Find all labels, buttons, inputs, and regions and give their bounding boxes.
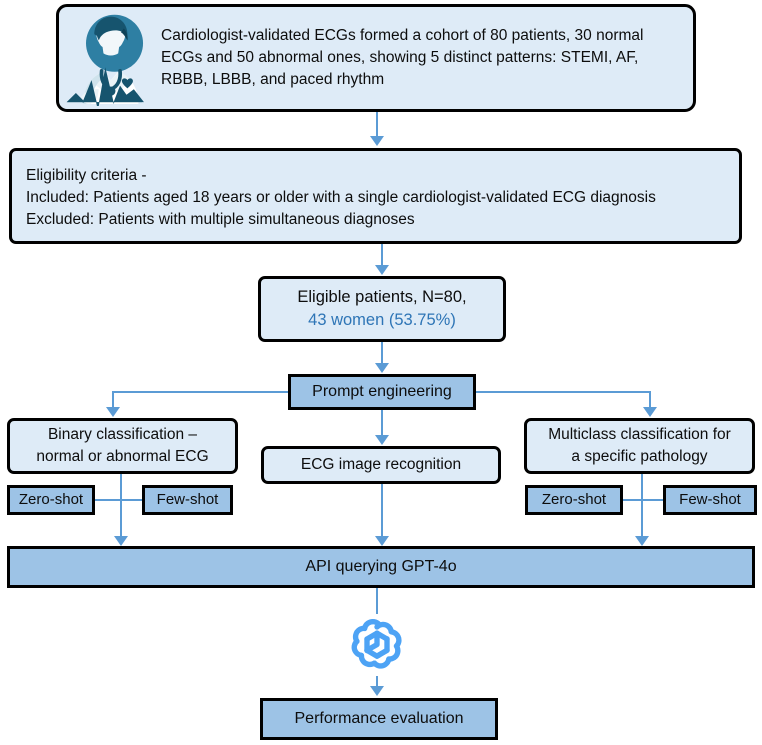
- connector-multiclass-stem: [641, 474, 643, 500]
- doctor-ecg-icon: [66, 14, 144, 106]
- cohort-description-box: Cardiologist-validated ECGs formed a coh…: [56, 4, 696, 112]
- binary-zero-shot-box: Zero-shot: [7, 485, 95, 515]
- connector-prompt-right-drop: [649, 391, 651, 409]
- eligibility-excluded: Excluded: Patients with multiple simulta…: [26, 211, 415, 228]
- connector-binary-to-api: [120, 499, 122, 540]
- arrowhead-api-right: [635, 536, 649, 546]
- connector-api-to-logo: [376, 588, 378, 614]
- arrowhead-eligibility: [370, 136, 384, 146]
- binary-few-shot-box: Few-shot: [142, 485, 233, 515]
- multiclass-classification-line1: Multiclass classification for: [548, 426, 731, 443]
- connector-cohort-to-eligibility: [376, 112, 378, 138]
- eligibility-heading: Eligibility criteria -: [26, 167, 147, 184]
- connector-eligibility-to-eligible: [381, 244, 383, 266]
- multiclass-few-shot-box: Few-shot: [663, 485, 757, 515]
- openai-logo-icon: [351, 618, 402, 669]
- connector-binary-shot-rail: [95, 499, 142, 501]
- connector-prompt-to-ecg: [381, 410, 383, 436]
- prompt-engineering-box: Prompt engineering: [288, 374, 476, 410]
- connector-eligible-to-prompt: [381, 342, 383, 364]
- binary-few-shot-label: Few-shot: [156, 491, 219, 509]
- binary-zero-shot-label: Zero-shot: [18, 491, 84, 509]
- performance-evaluation-box: Performance evaluation: [260, 698, 498, 740]
- eligible-patients-count: Eligible patients, N=80,: [297, 287, 467, 306]
- arrowhead-multiclass: [643, 407, 657, 417]
- api-querying-label: API querying GPT-4o: [305, 557, 457, 575]
- connector-multiclass-shot-rail: [623, 499, 663, 501]
- arrowhead-api-center: [375, 536, 389, 546]
- multiclass-classification-box: Multiclass classification for a specific…: [524, 418, 755, 474]
- arrowhead-eligible: [375, 265, 389, 275]
- binary-classification-line1: Binary classification –: [47, 426, 198, 443]
- connector-prompt-right-rail: [474, 391, 651, 393]
- connector-prompt-left-rail: [112, 391, 290, 393]
- multiclass-zero-shot-label: Zero-shot: [541, 491, 607, 509]
- connector-ecg-to-api: [381, 484, 383, 540]
- connector-binary-stem: [120, 474, 122, 500]
- eligible-patients-women: 43 women (53.75%): [308, 311, 456, 329]
- prompt-engineering-label: Prompt engineering: [312, 382, 452, 400]
- multiclass-classification-line2: a specific pathology: [571, 448, 708, 465]
- eligibility-criteria-box: Eligibility criteria - Included: Patient…: [9, 148, 742, 244]
- arrowhead-ecg: [375, 435, 389, 445]
- multiclass-few-shot-label: Few-shot: [679, 491, 741, 509]
- performance-evaluation-label: Performance evaluation: [294, 709, 464, 727]
- ecg-image-recognition-label: ECG image recognition: [300, 456, 462, 473]
- binary-classification-line2: normal or abnormal ECG: [36, 448, 209, 465]
- arrowhead-api-left: [114, 536, 128, 546]
- api-querying-box: API querying GPT-4o: [7, 546, 755, 588]
- arrowhead-performance: [370, 686, 384, 696]
- multiclass-zero-shot-box: Zero-shot: [525, 485, 623, 515]
- arrowhead-binary: [106, 407, 120, 417]
- connector-multiclass-to-api: [641, 499, 643, 540]
- binary-classification-box: Binary classification – normal or abnorm…: [7, 418, 238, 474]
- connector-logo-to-performance: [376, 676, 378, 688]
- cohort-description-text: Cardiologist-validated ECGs formed a coh…: [161, 27, 644, 88]
- eligibility-included: Included: Patients aged 18 years or olde…: [26, 189, 656, 206]
- connector-prompt-left-drop: [112, 391, 114, 409]
- arrowhead-prompt: [375, 363, 389, 373]
- eligible-patients-box: Eligible patients, N=80, 43 women (53.75…: [258, 276, 506, 342]
- ecg-image-recognition-box: ECG image recognition: [261, 446, 501, 484]
